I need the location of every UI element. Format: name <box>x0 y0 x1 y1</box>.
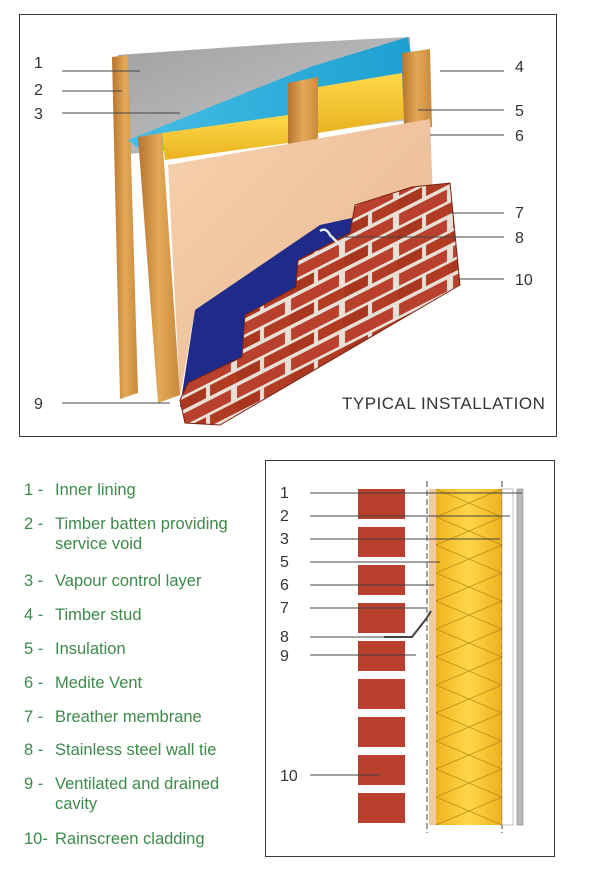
callout-6: 6 <box>515 128 524 145</box>
callout-4: 4 <box>515 59 524 76</box>
legend-item: 9 -Ventilated and drained cavity <box>24 775 220 813</box>
legend-item: 6 -Medite Vent <box>24 674 143 692</box>
brick <box>358 641 405 671</box>
wall-tie <box>319 228 341 246</box>
figure-caption: TYPICAL INSTALLATION <box>342 394 545 413</box>
callout-1: 1 <box>34 55 43 72</box>
section-callout-2: 2 <box>280 508 289 525</box>
medite-vent-board <box>429 489 436 825</box>
brick <box>358 565 405 595</box>
brick <box>358 679 405 709</box>
insulation <box>318 73 404 133</box>
legend-item: 2 -Timber batten providing service void <box>24 515 228 553</box>
section-callout-8: 8 <box>280 629 289 646</box>
callout-8: 8 <box>515 230 524 247</box>
brick <box>358 793 405 823</box>
timber-batten <box>112 55 138 399</box>
typical-installation-panel: 1 2 3 4 5 6 7 8 10 9 TYPICAL INSTALLATIO… <box>19 14 557 437</box>
section-callout-6: 6 <box>280 577 289 594</box>
section-callout-9: 9 <box>280 648 289 665</box>
medite-vent-board <box>168 119 434 397</box>
inner-lining <box>516 488 524 826</box>
insulation <box>162 115 288 160</box>
legend-item: 10-Rainscreen cladding <box>24 830 205 848</box>
callout-5: 5 <box>515 103 524 120</box>
vapour-control-layer <box>128 37 418 153</box>
brick <box>358 717 405 747</box>
brick <box>358 489 405 519</box>
legend-item: 8 -Stainless steel wall tie <box>24 741 217 759</box>
timber-stud-left <box>138 133 180 403</box>
insulation <box>436 489 502 825</box>
wall-section-diagram: 1 2 3 5 6 7 8 9 10 <box>280 481 524 833</box>
timber-stud-right <box>402 49 432 131</box>
callout-leaders <box>62 70 504 404</box>
section-callout-7: 7 <box>280 600 289 617</box>
brick <box>358 527 405 557</box>
legend-item: 7 -Breather membrane <box>24 708 202 726</box>
legend-item: 4 -Timber stud <box>24 606 142 624</box>
wall-tie <box>384 610 432 638</box>
section-leaders <box>310 492 522 776</box>
callout-numbers: 1 2 3 4 5 6 7 8 10 9 <box>34 55 533 413</box>
section-callout-5: 5 <box>280 554 289 571</box>
callout-2: 2 <box>34 82 43 99</box>
legend-item: 1 -Inner lining <box>24 481 136 499</box>
wall-build-up-illustration: 1 2 3 4 5 6 7 8 10 9 TYPICAL INSTALLATIO… <box>34 37 545 426</box>
section-callout-10: 10 <box>280 768 298 785</box>
section-callout-3: 3 <box>280 531 289 548</box>
callout-10: 10 <box>515 272 533 289</box>
legend-item: 5 -Insulation <box>24 640 126 658</box>
callout-9: 9 <box>34 396 43 413</box>
timber-batten <box>501 488 514 826</box>
brick <box>358 755 405 785</box>
wall-section-panel: 1 2 3 5 6 7 8 9 10 <box>265 460 555 857</box>
timber-stud-middle <box>288 77 318 153</box>
callout-7: 7 <box>515 205 524 222</box>
section-callout-numbers: 1 2 3 5 6 7 8 9 10 <box>280 485 298 785</box>
rainscreen-cladding <box>179 182 461 426</box>
legend-item: 3 -Vapour control layer <box>24 572 202 590</box>
section-callout-1: 1 <box>280 485 289 502</box>
insulation-pattern <box>435 488 503 826</box>
callout-3: 3 <box>34 106 43 123</box>
